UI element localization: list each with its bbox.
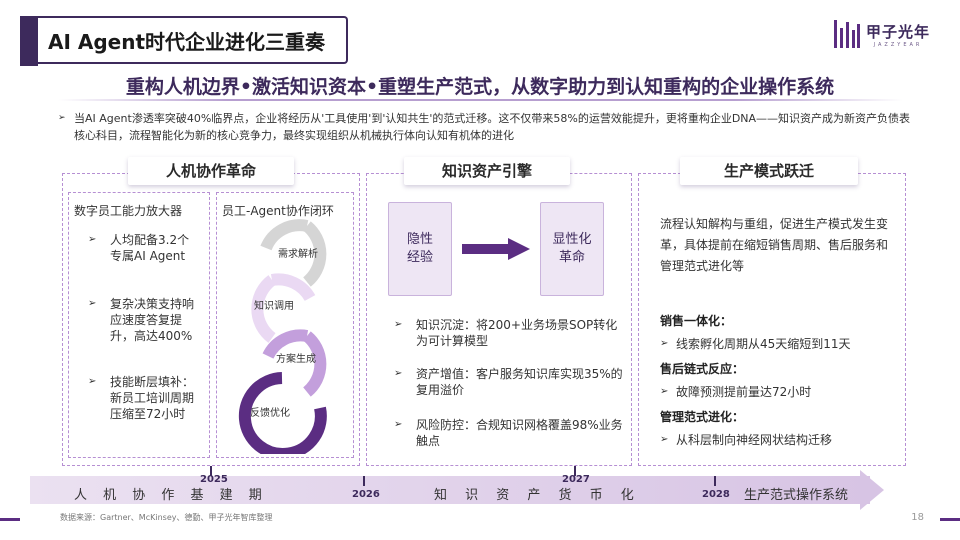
tab-human-machine: 人机协作革命: [128, 157, 294, 185]
explicit-revolution-box: 显性化 革命: [540, 202, 604, 296]
timeline-phase-2: 知 识 资 产 货 币 化: [434, 488, 641, 503]
amplifier-title: 数字员工能力放大器: [74, 204, 183, 218]
loop-step-1: 需求解析: [278, 249, 318, 260]
loop-step-2: 知识调用: [254, 301, 294, 312]
intro-text: 当AI Agent渗透率突破40%临界点，企业将经历从'工具使用'到'认知共生'…: [74, 112, 911, 142]
amplifier-bullet-1: ➢ 人均配备3.2个专属AI Agent: [88, 233, 190, 263]
year-2027: 2027: [562, 474, 590, 485]
arrow-bullet-icon: ➢: [88, 234, 97, 245]
year-2025: 2025: [200, 474, 228, 485]
subtitle-divider: [58, 99, 903, 101]
arrow-bullet-icon: ➢: [88, 376, 97, 387]
sales-heading: 销售一体化：: [660, 314, 733, 328]
tick-2027: [574, 466, 576, 476]
logo-name: 甲子光年: [865, 22, 930, 41]
page-title: AI Agent时代企业进化三重奏: [48, 30, 326, 54]
collaboration-loop-diagram: [238, 219, 327, 454]
panel-human-machine: [62, 173, 360, 466]
loop-step-4: 反馈优化: [250, 408, 290, 419]
arrow-bullet-icon: ➢: [394, 368, 403, 379]
data-source: 数据来源：Gartner、McKinsey、德勤、甲子光年智库整理: [60, 513, 273, 522]
knowledge-bullet-2: ➢ 资产增值：客户服务知识库实现35%的复用溢价: [394, 367, 623, 397]
management-bullet: ➢ 从科层制向神经网状结构迁移: [660, 433, 833, 447]
title-accent-bar: [20, 16, 38, 66]
year-2028: 2028: [702, 489, 730, 500]
tick-2025: [210, 466, 212, 476]
arrow-right-icon: [462, 238, 530, 260]
intro-paragraph: ➢ 当AI Agent渗透率突破40%临界点，企业将经历从'工具使用'到'认知共…: [58, 110, 918, 144]
logo-english: JAZZYEAR: [873, 41, 923, 48]
year-2026: 2026: [352, 489, 380, 500]
sales-bullet: ➢ 线索孵化周期从45天缩短到11天: [660, 337, 851, 351]
amplifier-bullet-3: ➢ 技能断层填补：新员工培训周期压缩至72小时: [88, 375, 195, 421]
amplifier-subpanel: [68, 192, 210, 458]
tab-production: 生产模式跃迁: [680, 157, 858, 185]
arrow-bullet-icon: ➢: [660, 386, 669, 397]
aftersales-heading: 售后链式反应：: [660, 362, 745, 376]
timeline-phase-3: 生产范式操作系统: [744, 488, 849, 503]
subtitle: 重构人机边界•激活知识资本•重塑生产范式，从数字助力到认知重构的企业操作系统: [125, 76, 835, 98]
loop-subpanel: [216, 192, 354, 458]
timeline-band: [30, 476, 870, 504]
arrow-bullet-icon: ➢: [88, 298, 97, 309]
amplifier-bullet-2: ➢ 复杂决策支持响应速度答复提升，高达400%: [88, 297, 195, 343]
arrow-bullet-icon: ➢: [660, 434, 669, 445]
tacit-experience-box: 隐性 经验: [388, 202, 452, 296]
aftersales-bullet: ➢ 故障预测提前量达72小时: [660, 385, 812, 399]
knowledge-bullet-1: ➢ 知识沉淀：将200+业务场景SOP转化为可计算模型: [394, 318, 618, 348]
production-intro: 流程认知解构与重组，促进生产模式发生变革，具体提前在缩短销售周期、售后服务和管理…: [660, 217, 889, 273]
arrow-bullet-icon: ➢: [394, 319, 403, 330]
timeline-arrow-icon: [860, 470, 884, 510]
title-frame: [38, 16, 348, 64]
footer-accent-right: [940, 518, 960, 521]
arrow-bullet-icon: ➢: [58, 113, 66, 123]
timeline-phase-1: 人 机 协 作 基 建 期: [74, 488, 268, 503]
knowledge-bullet-3: ➢ 风险防控：合规知识网格覆盖98%业务触点: [394, 418, 623, 448]
management-heading: 管理范式进化：: [660, 410, 745, 424]
tab-knowledge: 知识资产引擎: [404, 157, 570, 185]
logo: 甲子光年 JAZZYEAR: [833, 20, 930, 48]
logo-mark-icon: [833, 20, 860, 48]
footer-accent-left: [0, 518, 20, 521]
panel-production: [638, 173, 906, 466]
tick-2026: [363, 476, 365, 486]
loop-step-3: 方案生成: [276, 354, 316, 365]
arrow-bullet-icon: ➢: [394, 419, 403, 430]
page-number: 18: [911, 512, 924, 523]
arrow-bullet-icon: ➢: [660, 338, 669, 349]
tick-2028: [714, 476, 716, 486]
loop-title: 员工-Agent协作闭环: [222, 204, 334, 218]
